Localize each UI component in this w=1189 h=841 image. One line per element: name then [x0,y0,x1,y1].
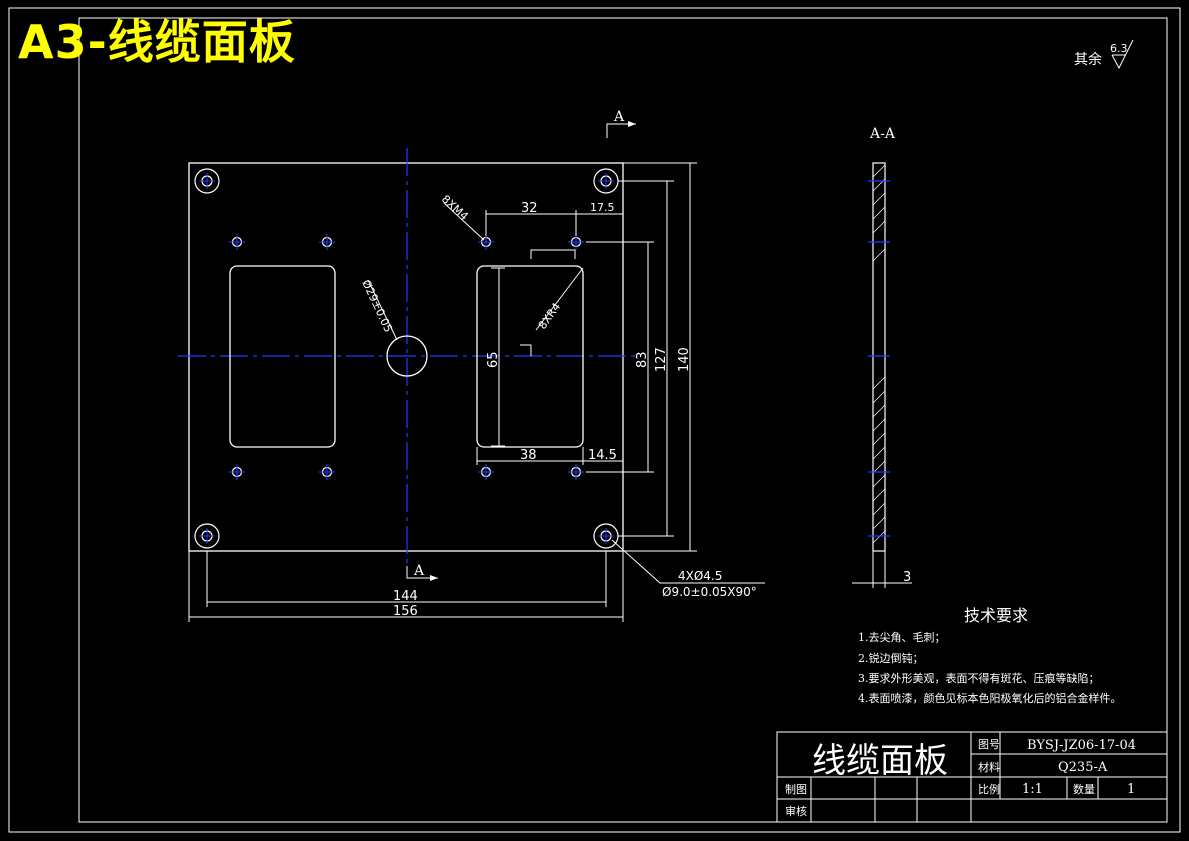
dim-hole-count: 4XØ4.5 [678,569,722,583]
section-arrow-bottom: A [406,563,438,581]
left-cutout [229,265,336,448]
dim-17-5: 17.5 [590,201,615,214]
dim-38: 38 [520,448,537,463]
dim-d29: Ø29±0.05 [359,278,395,335]
dim-144: 144 [393,589,418,604]
material-label: 材料 [978,760,1000,774]
drawing-no: BYSJ-JZ06-17-04 [1027,738,1136,753]
dim-countersink: Ø9.0±0.05X90° [662,585,757,599]
section-view: A-A 3 [852,126,912,588]
section-marker-bottom: A [413,563,425,579]
plate-outline [188,162,624,552]
tech-req-item: 3.要求外形美观，表面不得有斑花、压痕等缺陷； [858,671,1100,685]
roughness-value: 6.3 [1110,42,1128,55]
qty-value: 1 [1127,782,1135,797]
banner-title: A3-线缆面板 [18,15,296,69]
qty-label: 数量 [1073,783,1095,796]
tech-req-item: 4.表面喷漆，颜色见标本色阳极氧化后的铝合金样件。 [858,691,1122,705]
drawing-no-label: 图号 [978,738,1000,751]
dim-8xm4: 8XM4 [439,193,471,223]
right-cutout [476,265,584,448]
dim-156: 156 [393,604,418,619]
center-hole [386,335,428,377]
inner-frame [78,17,1168,823]
dim-127: 127 [654,347,669,372]
checked-label: 审核 [785,804,807,818]
section-hatching [872,164,886,544]
tech-req-item: 1.去尖角、毛刺； [858,631,946,644]
tech-req-title: 技术要求 [964,606,1028,625]
tech-req-item: 2.锐边倒钝； [858,651,924,665]
section-arrow-top: A [606,109,636,138]
material: Q235-A [1058,760,1108,775]
scale-value: 1:1 [1022,782,1043,797]
dim-32: 32 [521,201,538,216]
dim-14-5: 14.5 [588,448,617,463]
dim-65: 65 [486,351,501,368]
drawn-label: 制图 [785,783,807,796]
roughness-symbol: 其余 6.3 [1074,39,1134,70]
part-name: 线缆面板 [812,741,948,781]
threaded-holes [229,234,584,480]
front-view: A A 32 17.5 8XM4 8XR4 Ø29±0.05 [178,109,765,622]
dim-83: 83 [635,351,650,368]
dim-8xr4: 8XR4 [536,300,563,331]
dim-140: 140 [677,347,692,372]
section-marker-top: A [613,109,625,125]
section-title: A-A [869,126,896,142]
dim-thickness: 3 [903,570,911,585]
scale-label: 比例 [978,782,1000,796]
tech-requirements: 技术要求 1.去尖角、毛刺； 2.锐边倒钝； 3.要求外形美观，表面不得有斑花、… [858,606,1122,705]
outer-frame [8,7,1181,833]
roughness-prefix: 其余 [1074,51,1102,68]
title-block [776,731,1168,823]
